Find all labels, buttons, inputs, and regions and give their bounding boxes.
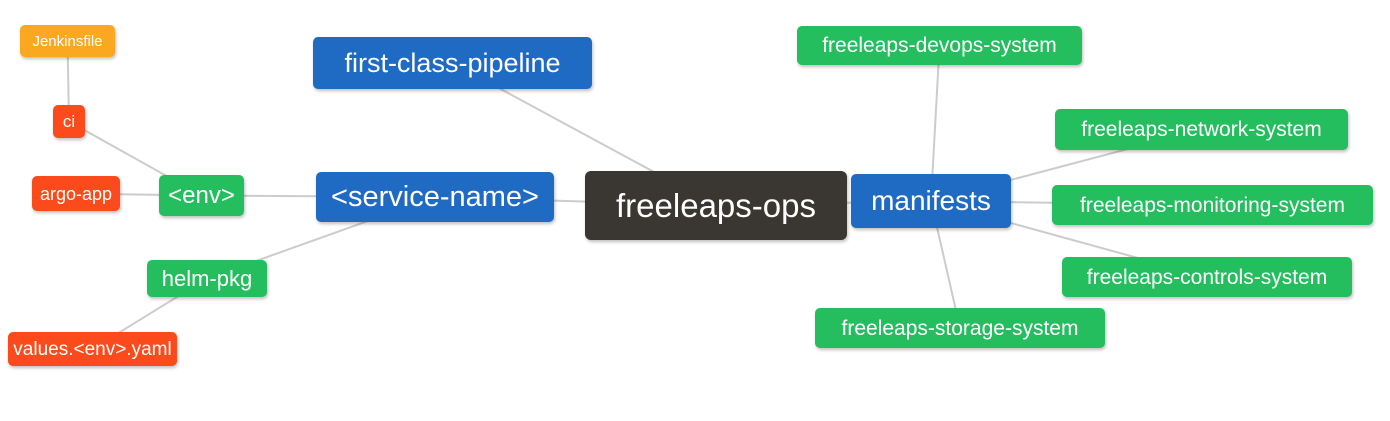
node-ci[interactable]: ci <box>53 105 85 138</box>
node-freeleaps-controls-system[interactable]: freeleaps-controls-system <box>1062 257 1352 297</box>
node-values-env-yaml[interactable]: values.<env>.yaml <box>8 332 177 366</box>
node-first-class-pipeline[interactable]: first-class-pipeline <box>313 37 592 89</box>
node-freeleaps-storage-system[interactable]: freeleaps-storage-system <box>815 308 1105 348</box>
node-freeleaps-ops[interactable]: freeleaps-ops <box>585 171 847 240</box>
node-freeleaps-monitoring-system[interactable]: freeleaps-monitoring-system <box>1052 185 1373 225</box>
node-freeleaps-network-system[interactable]: freeleaps-network-system <box>1055 109 1348 150</box>
node-freeleaps-devops-system[interactable]: freeleaps-devops-system <box>797 26 1082 65</box>
node-argo-app[interactable]: argo-app <box>32 176 120 211</box>
node-jenkinsfile[interactable]: Jenkinsfile <box>20 25 115 57</box>
node-service-name[interactable]: <service-name> <box>316 172 554 222</box>
node-env[interactable]: <env> <box>159 175 244 216</box>
node-helm-pkg[interactable]: helm-pkg <box>147 260 267 297</box>
node-manifests[interactable]: manifests <box>851 174 1011 228</box>
